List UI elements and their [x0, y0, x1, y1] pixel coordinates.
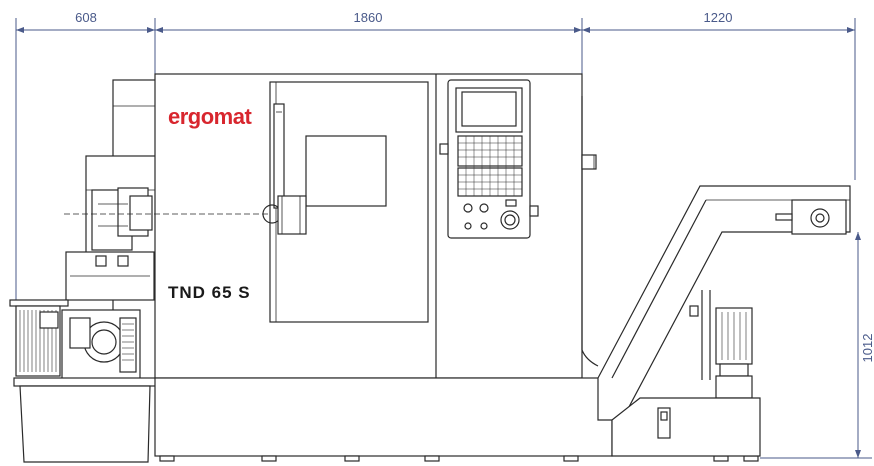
model-label: TND 65 S — [168, 283, 251, 302]
dimension-width-center: 1860 — [354, 10, 383, 25]
chip-conveyor — [597, 185, 851, 457]
dimension-lines — [15, 18, 872, 459]
left-unit — [9, 79, 158, 463]
dimension-width-left: 608 — [75, 10, 97, 25]
brand-logo: ergomat — [168, 104, 252, 129]
dimension-height-right: 1012 — [860, 334, 874, 363]
dimension-width-right: 1220 — [704, 10, 733, 25]
control-panel — [439, 79, 539, 239]
